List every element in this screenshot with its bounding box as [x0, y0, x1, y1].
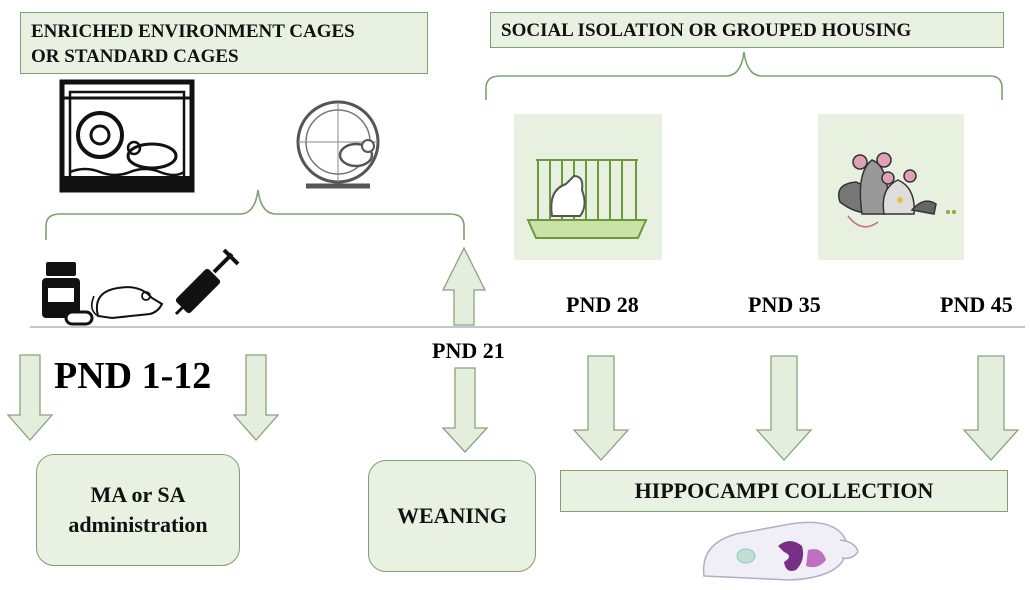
- cage-icon: [59, 79, 195, 193]
- administration-line-1: MA or SA: [90, 482, 186, 507]
- administration-line-2: administration: [68, 512, 208, 537]
- housing-brace: [485, 51, 1003, 100]
- down-arrow-1: [6, 354, 54, 441]
- cages-header-line-1: ENRICHED ENVIRONMENT CAGES: [31, 21, 355, 42]
- hamster-wheel-icon: [296, 100, 380, 189]
- weaning-box: WEANING: [368, 460, 536, 572]
- down-arrow-2: [232, 354, 280, 441]
- hippocampi-box: HIPPOCAMPI COLLECTION: [560, 470, 1008, 512]
- label-pnd-45: PND 45: [940, 292, 1013, 317]
- mouse-icon: [90, 286, 164, 320]
- label-pnd-28: PND 28: [566, 292, 639, 317]
- housing-header-text: SOCIAL ISOLATION OR GROUPED HOUSING: [501, 20, 912, 41]
- down-arrow-pnd21: [441, 367, 489, 453]
- cages-header-box: ENRICHED ENVIRONMENT CAGES OR STANDARD C…: [20, 12, 428, 74]
- up-arrow-pnd21: [441, 246, 487, 326]
- medicine-bottle-icon: [42, 262, 94, 326]
- grouped-mice-icon: [818, 114, 964, 260]
- label-pnd-1-12: PND 1-12: [54, 355, 212, 397]
- label-pnd-21: PND 21: [432, 338, 505, 363]
- cages-brace: [45, 189, 465, 240]
- administration-box: MA or SA administration: [36, 454, 240, 566]
- down-arrow-pnd28: [572, 355, 630, 461]
- housing-header-box: SOCIAL ISOLATION OR GROUPED HOUSING: [490, 12, 1004, 48]
- label-pnd-35: PND 35: [748, 292, 821, 317]
- mouse-brain-icon: [702, 521, 859, 581]
- weaning-text: WEANING: [396, 503, 507, 528]
- down-arrow-pnd35: [755, 355, 813, 461]
- syringe-icon: [174, 248, 240, 316]
- cages-header-line-2: OR STANDARD CAGES: [31, 46, 239, 67]
- isolation-cage-icon: [514, 114, 662, 260]
- hippocampi-text: HIPPOCAMPI COLLECTION: [634, 478, 934, 503]
- down-arrow-pnd45: [962, 355, 1020, 461]
